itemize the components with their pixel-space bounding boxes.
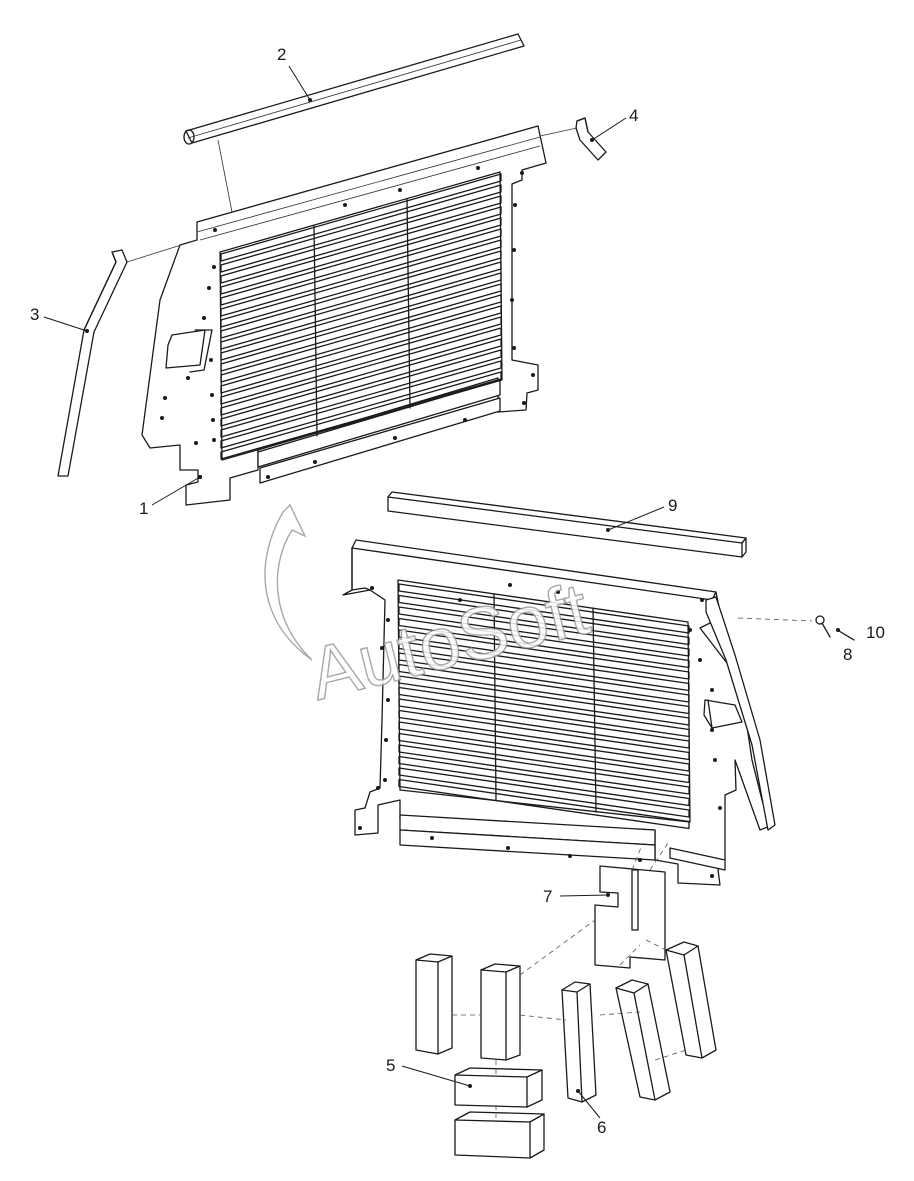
louvre-slat [398, 778, 690, 830]
panel-holes [160, 166, 535, 479]
foam-block-right-1 [615, 979, 671, 1101]
callout-label-5: 5 [386, 1056, 395, 1075]
louvre-slat [220, 360, 502, 449]
fastener-part-10 [836, 628, 855, 641]
callout-label-4: 4 [629, 106, 638, 125]
top-bar-part-9 [387, 491, 747, 558]
main-panel-part-1 [141, 125, 547, 506]
side-post-part-3 [57, 249, 128, 477]
callout-8: 8 [843, 645, 852, 664]
louvre-slat [398, 606, 690, 657]
top-rail-part-2 [183, 33, 525, 145]
callout-label-3: 3 [30, 305, 39, 324]
foam-blocks [415, 919, 717, 1159]
foam-block-part-5 [454, 1067, 543, 1108]
callout-label-1: 1 [139, 499, 148, 518]
callout-label-6: 6 [597, 1118, 606, 1137]
foam-block-left-2 [480, 963, 521, 1061]
callout-7: 7 [543, 887, 610, 906]
louvre-slat [398, 583, 690, 634]
louvre-slat [398, 594, 690, 646]
callout-1: 1 [139, 475, 202, 518]
callout-9: 9 [606, 496, 677, 532]
callouts: 1 2 3 4 5 6 7 [30, 45, 885, 1137]
callout-label-10: 10 [866, 623, 885, 642]
rear-panel [342, 539, 776, 886]
louvre-slat [398, 755, 690, 807]
foam-block-left-1 [415, 953, 453, 1055]
louvre-slat [220, 349, 502, 438]
foam-block-bottom [454, 1111, 545, 1159]
foam-block-right-2 [665, 941, 717, 1059]
louvre-slat [220, 371, 502, 460]
callout-3: 3 [30, 305, 89, 333]
foam-block-part-6 [561, 981, 597, 1103]
bracket-part-7 [594, 839, 671, 969]
panel-front-assembly [57, 33, 607, 506]
callout-label-9: 9 [668, 496, 677, 515]
callout-2: 2 [277, 45, 312, 102]
callout-10: 10 [866, 623, 885, 642]
callout-label-2: 2 [277, 45, 286, 64]
louvre-slat [220, 338, 502, 427]
panel-rear-assembly [342, 491, 855, 886]
callout-5: 5 [386, 1056, 472, 1088]
callout-label-8: 8 [843, 645, 852, 664]
rear-panel-holes [358, 583, 722, 878]
fastener-part-8 [815, 615, 831, 638]
callout-6: 6 [576, 1089, 606, 1137]
callout-label-7: 7 [543, 887, 552, 906]
louvre-slat [398, 767, 690, 818]
callout-4: 4 [590, 106, 638, 142]
